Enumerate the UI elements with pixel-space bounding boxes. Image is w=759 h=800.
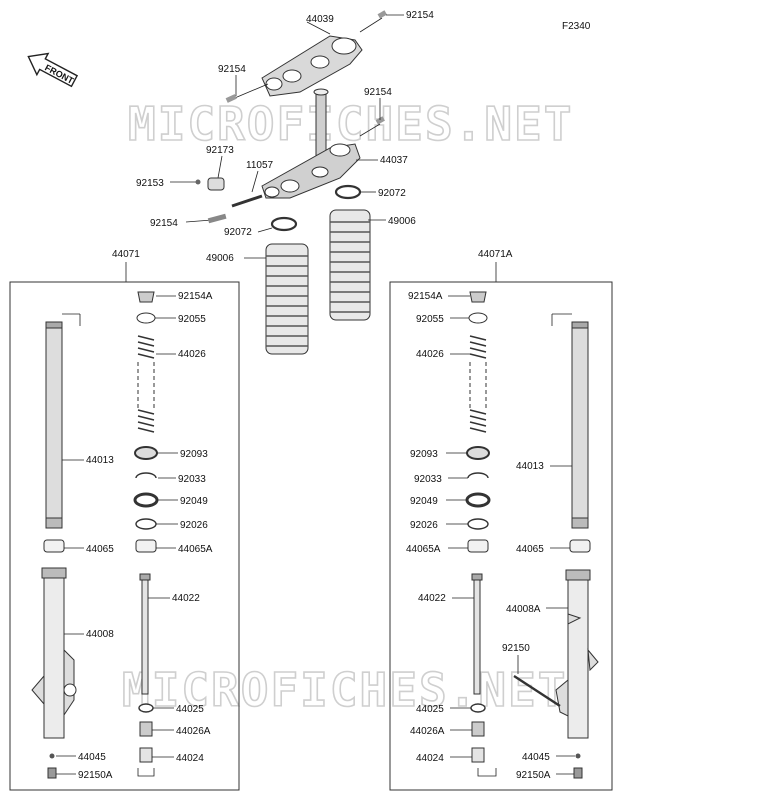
label-L-44026A: 44026A (176, 726, 211, 737)
label-R-44022: 44022 (418, 593, 446, 604)
label-L-44024: 44024 (176, 753, 204, 764)
label-L-44065A: 44065A (178, 544, 213, 555)
label-92072-left: 92072 (224, 227, 252, 238)
stem (261, 88, 385, 199)
fork-boot-left (265, 243, 309, 355)
label-L-44045: 44045 (78, 752, 106, 763)
label-R-44065A: 44065A (406, 544, 441, 555)
watermark-top: MICROFICHES.NET (128, 97, 573, 151)
fork-boot-right (329, 209, 371, 321)
label-11057: 11057 (246, 160, 274, 171)
label-R-92055: 92055 (416, 314, 444, 325)
upper-bracket (225, 10, 387, 103)
label-L-44013: 44013 (86, 455, 114, 466)
label-L-92026: 92026 (180, 520, 208, 531)
label-R-44025: 44025 (416, 704, 444, 715)
label-R-92093: 92093 (410, 449, 438, 460)
label-R-92154A: 92154A (408, 291, 443, 302)
label-L-92049: 92049 (180, 496, 208, 507)
label-L-44022: 44022 (172, 593, 200, 604)
label-R-44045: 44045 (522, 752, 550, 763)
label-R-44024: 44024 (416, 753, 444, 764)
label-L-44025: 44025 (176, 704, 204, 715)
left-fork-box (9, 281, 240, 791)
label-92153: 92153 (136, 178, 164, 189)
label-44071: 44071 (112, 249, 140, 260)
label-R-92049: 92049 (410, 496, 438, 507)
right-outer-tube (555, 569, 599, 739)
label-L-92093: 92093 (180, 449, 208, 460)
label-92154-bottom: 92154 (150, 218, 178, 229)
label-49006-right: 49006 (388, 216, 416, 227)
label-49006-left: 49006 (206, 253, 234, 264)
label-L-92055: 92055 (178, 314, 206, 325)
label-44039: 44039 (306, 14, 334, 25)
label-R-44026A: 44026A (410, 726, 445, 737)
label-R-92026: 92026 (410, 520, 438, 531)
diagram-code: F2340 (562, 21, 591, 32)
label-L-92033: 92033 (178, 474, 206, 485)
label-44071A: 44071A (478, 249, 513, 260)
label-92173: 92173 (206, 145, 234, 156)
left-outer-tube (31, 567, 77, 739)
front-arrow-icon: FRONT (27, 52, 79, 88)
label-R-92150: 92150 (502, 643, 530, 654)
label-L-92154A: 92154A (178, 291, 213, 302)
right-fork-box (389, 281, 613, 791)
label-44037: 44037 (380, 155, 408, 166)
label-92072-right: 92072 (378, 188, 406, 199)
label-92154-left: 92154 (218, 64, 246, 75)
label-L-44065: 44065 (86, 544, 114, 555)
label-R-44026: 44026 (416, 349, 444, 360)
label-R-44008A: 44008A (506, 604, 541, 615)
label-R-44013: 44013 (516, 461, 544, 472)
label-R-44065: 44065 (516, 544, 544, 555)
label-L-44026: 44026 (178, 349, 206, 360)
label-R-92150A: 92150A (516, 770, 551, 781)
label-R-92033: 92033 (414, 474, 442, 485)
label-92154-top: 92154 (406, 10, 434, 21)
label-L-92150A: 92150A (78, 770, 113, 781)
label-92154-right: 92154 (364, 87, 392, 98)
label-L-44008: 44008 (86, 629, 114, 640)
watermark-bottom: MICROFICHES.NET (122, 663, 567, 717)
